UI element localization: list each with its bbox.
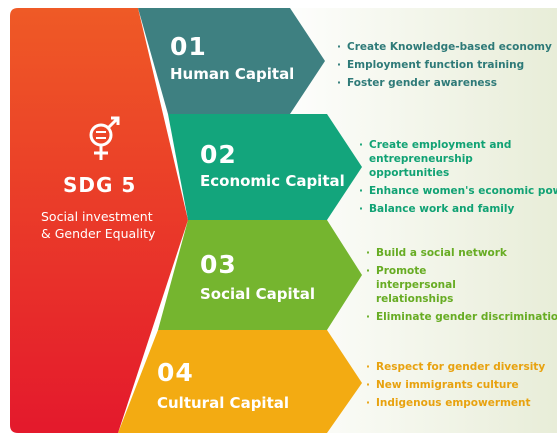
bullets-social-capital: Build a social network Promote interpers… xyxy=(365,246,557,328)
bullet-item: Eliminate gender discrimination xyxy=(365,310,557,324)
band-economic-capital xyxy=(168,114,362,220)
band-human-capital xyxy=(138,8,325,114)
bullet-item: Foster gender awareness xyxy=(336,76,552,90)
bullet-item: Balance work and family xyxy=(358,202,554,216)
bullet-item: Employment function training xyxy=(336,58,552,72)
bullets-human-capital: Create Knowledge-based economy Employmen… xyxy=(336,40,552,94)
band-cultural-capital xyxy=(118,330,362,433)
capital-number-04: 04 xyxy=(157,358,194,387)
capital-label-social: Social Capital xyxy=(200,285,316,303)
bullet-item: New immigrants culture xyxy=(365,378,545,392)
capital-number-01: 01 xyxy=(170,32,207,61)
bullet-item: Create Knowledge-based economy xyxy=(336,40,552,54)
sdg-subtitle-line-2: & Gender Equality xyxy=(41,226,156,241)
bullet-item: Enhance women's economic power xyxy=(358,184,557,198)
capital-number-02: 02 xyxy=(200,140,237,169)
sdg-title: SDG 5 xyxy=(63,173,137,197)
capital-label-human: Human Capital xyxy=(170,65,295,83)
capital-label-cultural: Cultural Capital xyxy=(157,394,290,412)
bullets-economic-capital: Create employment and entrepreneurship o… xyxy=(358,138,557,220)
bullet-item: Promote interpersonal relationships xyxy=(365,264,496,306)
sdg5-panel xyxy=(10,8,188,433)
sdg-subtitle-line-1: Social investment xyxy=(41,209,153,224)
band-social-capital xyxy=(158,220,362,330)
bullets-cultural-capital: Respect for gender diversity New immigra… xyxy=(365,360,545,414)
capital-label-economic: Economic Capital xyxy=(200,172,345,190)
gender-equality-icon xyxy=(89,116,120,160)
bullet-item: Respect for gender diversity xyxy=(365,360,545,374)
bullet-item: Build a social network xyxy=(365,246,551,260)
bullet-item: Create employment and entrepreneurship o… xyxy=(358,138,554,180)
bullet-item: Indigenous empowerment xyxy=(365,396,545,410)
capital-number-03: 03 xyxy=(200,250,237,279)
